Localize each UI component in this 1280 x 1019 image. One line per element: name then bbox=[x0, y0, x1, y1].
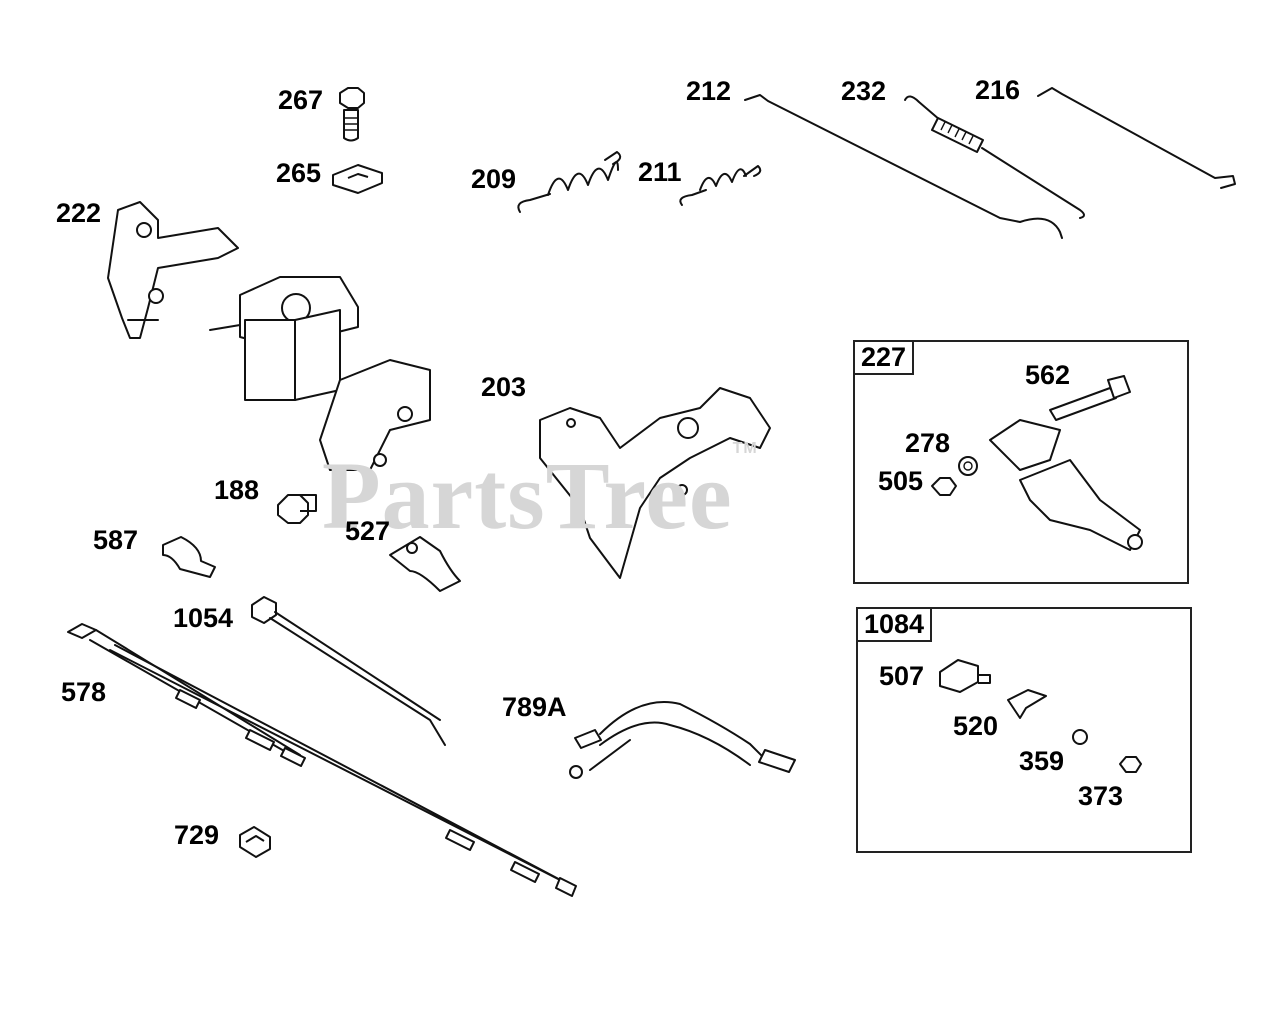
sub-assembly-label-227[interactable]: 227 bbox=[853, 340, 915, 375]
part-278-washer-drawing bbox=[958, 456, 978, 476]
part-label-278[interactable]: 278 bbox=[905, 428, 951, 458]
part-222-bracket-drawing bbox=[107, 201, 431, 471]
part-label-188[interactable]: 188 bbox=[214, 475, 260, 505]
part-188-bolt-drawing bbox=[277, 494, 317, 524]
part-label-203[interactable]: 203 bbox=[481, 372, 527, 402]
part-label-527[interactable]: 527 bbox=[345, 516, 391, 546]
part-label-562[interactable]: 562 bbox=[1025, 360, 1071, 390]
part-label-373[interactable]: 373 bbox=[1078, 781, 1124, 811]
part-label-359[interactable]: 359 bbox=[1019, 746, 1065, 776]
part-label-211[interactable]: 211 bbox=[638, 157, 682, 187]
part-227-lever-drawing bbox=[989, 419, 1143, 551]
part-232-spring-rod-drawing bbox=[904, 95, 1085, 219]
part-label-520[interactable]: 520 bbox=[953, 711, 999, 741]
part-373-nut-drawing bbox=[1119, 756, 1142, 773]
part-265-clip-drawing bbox=[332, 164, 383, 194]
part-label-212[interactable]: 212 bbox=[686, 76, 732, 106]
part-label-789A[interactable]: 789A bbox=[502, 692, 567, 722]
part-211-spring-drawing bbox=[679, 165, 762, 206]
part-label-222[interactable]: 222 bbox=[56, 198, 102, 228]
part-507-switch-drawing bbox=[939, 659, 991, 693]
part-209-spring-drawing bbox=[517, 151, 622, 213]
part-label-216[interactable]: 216 bbox=[975, 75, 1021, 105]
part-label-507[interactable]: 507 bbox=[879, 661, 925, 691]
sub-assembly-box-1084: 1084 bbox=[856, 607, 1192, 853]
sub-assembly-box-227: 227 bbox=[853, 340, 1189, 584]
part-729-clip-drawing bbox=[239, 826, 271, 858]
part-label-209[interactable]: 209 bbox=[471, 164, 517, 194]
part-label-1054[interactable]: 1054 bbox=[173, 603, 234, 633]
part-267-bolt-drawing bbox=[339, 87, 365, 142]
part-359-washer-drawing bbox=[1072, 729, 1088, 745]
part-label-587[interactable]: 587 bbox=[93, 525, 139, 555]
watermark-trademark: TM bbox=[732, 440, 758, 457]
part-505-nut-drawing bbox=[931, 477, 957, 496]
part-212-rod-drawing bbox=[744, 94, 1063, 239]
part-label-578[interactable]: 578 bbox=[61, 677, 107, 707]
part-label-232[interactable]: 232 bbox=[841, 76, 887, 106]
part-label-267[interactable]: 267 bbox=[278, 85, 324, 115]
part-1054-cable-tie-drawing bbox=[251, 596, 446, 746]
watermark: PartsTreeTM bbox=[322, 440, 758, 551]
part-520-bracket-drawing bbox=[1007, 689, 1047, 719]
part-789A-wire-drawing bbox=[569, 701, 796, 779]
part-578-harness-drawing bbox=[67, 623, 577, 897]
part-562-pin-drawing bbox=[1049, 375, 1131, 421]
part-label-265[interactable]: 265 bbox=[276, 158, 322, 188]
part-587-clamp-drawing bbox=[162, 536, 216, 578]
sub-assembly-label-1084[interactable]: 1084 bbox=[856, 607, 933, 642]
part-203-bracket-drawing bbox=[539, 387, 771, 579]
watermark-text: PartsTree bbox=[322, 442, 733, 549]
part-label-505[interactable]: 505 bbox=[878, 466, 924, 496]
part-216-rod-drawing bbox=[1037, 87, 1236, 189]
part-label-729[interactable]: 729 bbox=[174, 820, 220, 850]
